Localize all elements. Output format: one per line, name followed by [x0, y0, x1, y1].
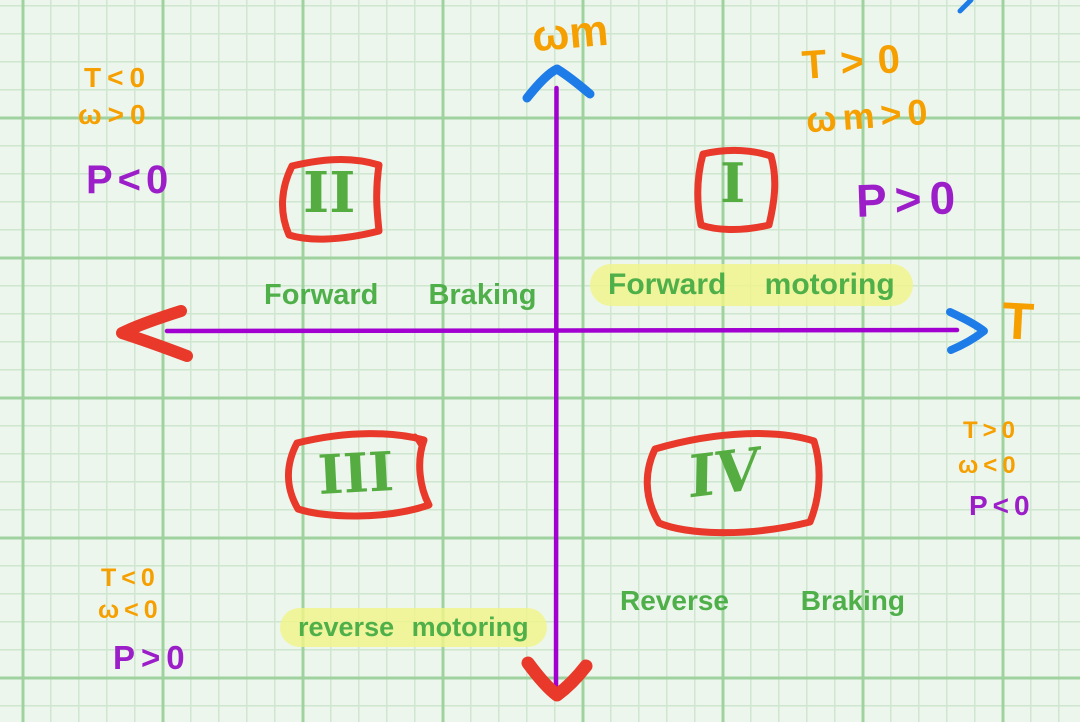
horizontal-axis-line — [164, 327, 960, 334]
arrow-left-icon — [116, 305, 193, 362]
quadrant-1-operation-highlight: Forward motoring — [590, 264, 913, 306]
annotation-topleft-speed: ω>0 — [78, 99, 152, 130]
horizontal-axis-label: T — [1000, 292, 1036, 352]
quadrant-3-numeral: III — [316, 439, 396, 507]
arrow-up-icon — [522, 64, 595, 103]
corner-pen-stroke — [957, 0, 974, 14]
annotation-topleft-torque: T<0 — [84, 62, 152, 93]
arrow-right-icon — [946, 308, 988, 354]
annotation-bottomright-speed: ω<0 — [958, 452, 1021, 479]
annotation-bottomright-torque: T>0 — [963, 417, 1021, 444]
annotation-bottomleft-torque: T<0 — [101, 564, 160, 592]
annotation-topright-power: P>0 — [855, 171, 965, 227]
annotation-topright-torque: T>0 — [800, 36, 916, 88]
quadrant-2-numeral: II — [303, 160, 356, 226]
annotation-bottomleft-speed: ω<0 — [98, 596, 163, 624]
quadrant-3-operation-label: reverse motoring — [298, 612, 529, 642]
annotation-topleft-power: P<0 — [86, 158, 174, 202]
arrow-down-icon — [521, 656, 593, 702]
annotation-bottomleft-power: P>0 — [113, 639, 191, 676]
quadrant-1-numeral: I — [720, 151, 746, 215]
annotation-topright-speed: ωm>0 — [804, 90, 935, 141]
annotation-bottomright-power: P<0 — [969, 490, 1035, 521]
vertical-axis-label: ωm — [529, 5, 611, 62]
quadrant-4-numeral: IV — [687, 434, 761, 512]
vertical-axis-line — [553, 85, 559, 691]
quadrant-1-operation-label: Forward motoring — [608, 268, 895, 301]
quadrant-2-box — [279, 156, 383, 243]
quadrant-4-box — [643, 430, 823, 537]
quadrant-4-operation-label: Reverse Braking — [620, 585, 906, 616]
quadrant-3-box — [285, 430, 433, 520]
quadrant-1-box — [694, 146, 779, 234]
quadrant-3-box-tick — [412, 433, 425, 450]
quadrant-2-operation-label: Forward Braking — [264, 279, 537, 311]
quadrant-3-operation-highlight: reverse motoring — [280, 608, 547, 647]
